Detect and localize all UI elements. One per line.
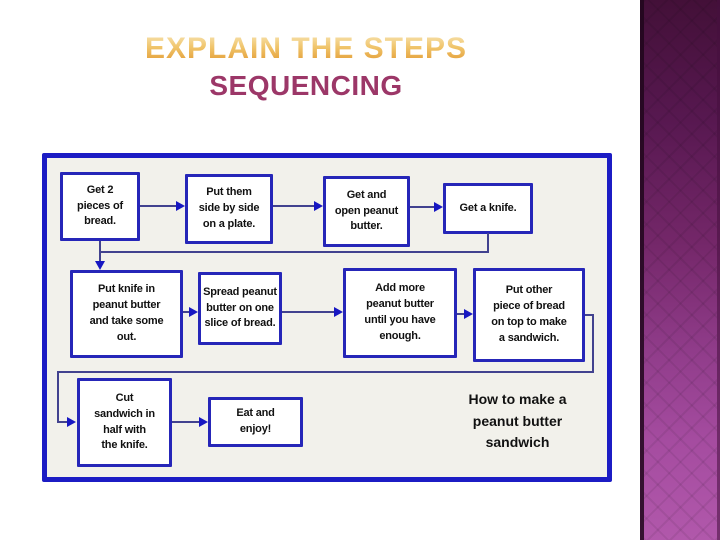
flow-step-5: Put knife in peanut butter and take some… bbox=[70, 270, 183, 358]
connector-row1-row2 bbox=[99, 251, 489, 253]
connector-step2-step3 bbox=[273, 205, 316, 207]
flow-step-2: Put them side by side on a plate. bbox=[185, 174, 273, 244]
connector-step9-step10 bbox=[172, 421, 201, 423]
connector-step9-entry bbox=[57, 421, 69, 423]
connector-step8-exit bbox=[585, 314, 594, 316]
flow-step-10: Eat and enjoy! bbox=[208, 397, 303, 447]
flow-caption: How to make a peanut butter sandwich bbox=[468, 391, 567, 451]
connector-step6-step7 bbox=[282, 311, 336, 313]
connector-step4-drop bbox=[487, 233, 489, 253]
arrow-right-icon bbox=[314, 201, 323, 211]
arrow-right-icon bbox=[176, 201, 185, 211]
flow-step-8: Put other piece of bread on top to make … bbox=[473, 268, 585, 362]
flow-step-9: Cut sandwich in half with the knife. bbox=[77, 378, 172, 467]
connector-step1-step2 bbox=[140, 205, 178, 207]
flow-step-6: Spread peanut butter on one slice of bre… bbox=[198, 272, 282, 345]
arrow-right-icon bbox=[464, 309, 473, 319]
arrow-right-icon bbox=[334, 307, 343, 317]
arrow-right-icon bbox=[189, 307, 198, 317]
connector-right-drop bbox=[592, 314, 594, 373]
connector-step7-step8 bbox=[457, 313, 466, 315]
arrow-down-icon bbox=[95, 261, 105, 270]
sidebar-diamond-pattern bbox=[644, 0, 717, 540]
slide-subtitle: SEQUENCING bbox=[209, 70, 403, 101]
connector-step3-step4 bbox=[410, 206, 436, 208]
connector-left-drop bbox=[57, 371, 59, 423]
connector-row2-row3 bbox=[57, 371, 594, 373]
connector-step5-step6 bbox=[183, 311, 191, 313]
slide-title: EXPLAIN THE STEPS bbox=[0, 32, 612, 66]
connector-step5-entry bbox=[99, 241, 101, 262]
arrow-right-icon bbox=[434, 202, 443, 212]
arrow-right-icon bbox=[67, 417, 76, 427]
flow-step-4: Get a knife. bbox=[443, 183, 533, 234]
decorative-sidebar bbox=[640, 0, 720, 540]
flow-step-7: Add more peanut butter until you have en… bbox=[343, 268, 457, 358]
flow-step-1: Get 2 pieces of bread. bbox=[60, 172, 140, 241]
arrow-right-icon bbox=[199, 417, 208, 427]
flow-step-3: Get and open peanut butter. bbox=[323, 176, 410, 247]
